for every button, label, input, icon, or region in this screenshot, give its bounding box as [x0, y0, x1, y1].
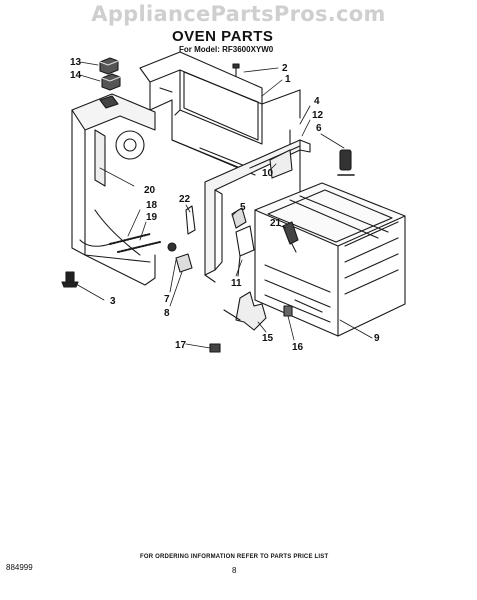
- door-stop-6-icon: [337, 149, 355, 176]
- callout-7: 7: [164, 294, 170, 305]
- watermark-text: AppliancePartsPros.com: [91, 2, 386, 26]
- page-title: OVEN PARTS: [172, 28, 274, 45]
- callout-9: 9: [374, 333, 380, 344]
- callout-6: 6: [316, 123, 322, 134]
- callout-14: 14: [70, 70, 82, 81]
- knob-14-icon: [101, 73, 121, 91]
- callout-16: 16: [292, 342, 304, 353]
- bracket-22-icon: [185, 205, 196, 235]
- callout-2: 2: [282, 63, 288, 74]
- front-frame-part: [204, 139, 311, 283]
- side-panel-part: [71, 93, 156, 286]
- callout-12: 12: [312, 110, 324, 121]
- callout-8: 8: [164, 308, 170, 319]
- page-number: 8: [232, 566, 237, 575]
- oven-cavity-part: [254, 182, 406, 337]
- ordering-note: FOR ORDERING INFORMATION REFER TO PARTS …: [140, 554, 329, 560]
- callout-11: 11: [231, 278, 242, 289]
- callout-10: 10: [262, 168, 274, 179]
- callout-19: 19: [146, 212, 158, 223]
- callout-13: 13: [70, 57, 82, 68]
- model-subtitle: For Model: RF3600XYW0: [179, 45, 274, 54]
- callout-5: 5: [240, 202, 246, 213]
- callout-4: 4: [314, 96, 320, 107]
- callout-22: 22: [179, 194, 191, 205]
- washer-7-8-icon: [167, 242, 193, 273]
- spring-21-icon: [282, 221, 299, 253]
- spring-18-19-part: [79, 233, 161, 253]
- screw-2-icon: [232, 63, 240, 77]
- callout-18: 18: [146, 200, 158, 211]
- screw-17-icon: [209, 343, 221, 353]
- callout-20: 20: [144, 185, 156, 196]
- hinge-15-icon: [223, 291, 267, 331]
- part-list-id: 884999: [6, 563, 33, 572]
- callout-3: 3: [110, 296, 116, 307]
- leader-lines: [75, 61, 373, 349]
- bracket-10-icon: [269, 149, 293, 179]
- bracket-11-icon: [235, 225, 255, 277]
- callout-21: 21: [270, 218, 282, 229]
- callout-1: 1: [285, 74, 291, 85]
- leveling-leg-3-icon: [61, 271, 79, 288]
- knob-13-icon: [99, 57, 119, 75]
- callout-labels: 13 14 2 1 4 12 6 20 10 18 19 22 5 21 3 7…: [70, 57, 380, 353]
- callout-15: 15: [262, 333, 274, 344]
- screw-16-icon: [283, 305, 293, 317]
- callout-17: 17: [175, 340, 187, 351]
